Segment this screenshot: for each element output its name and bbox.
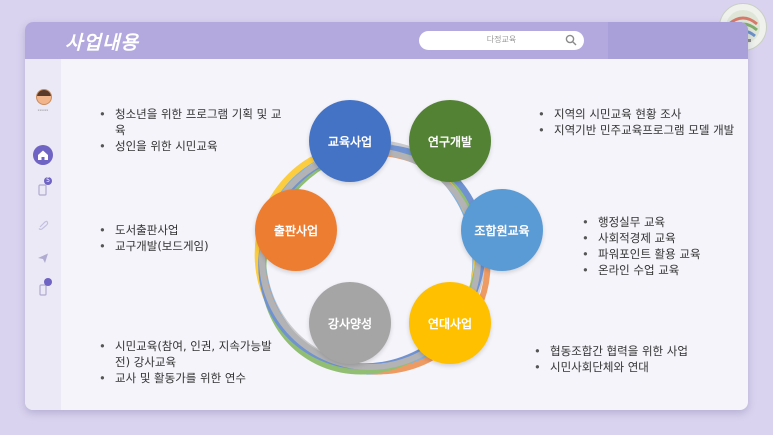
home-icon bbox=[38, 150, 48, 160]
header-bar: 사업내용 다정교육 bbox=[25, 22, 748, 59]
search-input[interactable]: 다정교육 bbox=[486, 35, 517, 44]
list-item: 온라인 수업 교육 bbox=[582, 262, 742, 278]
list-item: 지역기반 민주교육프로그램 모델 개발 bbox=[538, 122, 738, 138]
list-member: 행정실무 교육 사회적경제 교육 파워포인트 활용 교육 온라인 수업 교육 bbox=[582, 214, 742, 278]
circle-member: 조합원교육 bbox=[461, 189, 543, 271]
list-item: 사회적경제 교육 bbox=[582, 230, 742, 246]
list-research: 지역의 시민교육 현황 조사 지역기반 민주교육프로그램 모델 개발 bbox=[538, 106, 738, 138]
check-badge bbox=[44, 278, 52, 286]
list-item: 청소년을 위한 프로그램 기획 및 교육 bbox=[99, 106, 287, 138]
list-edu: 청소년을 위한 프로그램 기획 및 교육 성인을 위한 시민교육 bbox=[99, 106, 287, 154]
circle-edu: 교육사업 bbox=[309, 100, 391, 182]
list-publishing: 도서출판사업 교구개발(보드게임) bbox=[99, 222, 259, 254]
content-area: 교육사업 연구개발 조합원교육 연대사업 강사양성 출판사업 청소년을 위한 프… bbox=[61, 59, 748, 410]
avatar[interactable] bbox=[36, 89, 52, 105]
circle-publishing: 출판사업 bbox=[255, 189, 337, 271]
list-item: 성인을 위한 시민교육 bbox=[99, 138, 287, 154]
list-solidarity: 협동조합간 협력을 위한 사업 시민사회단체와 연대 bbox=[534, 343, 739, 375]
document-icon bbox=[38, 184, 47, 196]
search-icon[interactable] bbox=[565, 34, 577, 46]
list-item: 도서출판사업 bbox=[99, 222, 259, 238]
sidebar: xxxxxx 5 bbox=[25, 59, 61, 410]
list-item: 시민교육(참여, 인권, 지속가능발전) 강사교육 bbox=[99, 338, 284, 370]
list-item: 시민사회단체와 연대 bbox=[534, 359, 739, 375]
list-item: 행정실무 교육 bbox=[582, 214, 742, 230]
main-window: 사업내용 다정교육 xxxxxx 5 bbox=[25, 22, 748, 410]
list-item: 파워포인트 활용 교육 bbox=[582, 246, 742, 262]
home-button[interactable] bbox=[33, 145, 53, 165]
circle-research: 연구개발 bbox=[409, 100, 491, 182]
sidebar-item-attach[interactable] bbox=[37, 216, 49, 230]
page-title: 사업내용 bbox=[65, 32, 139, 54]
list-item: 교사 및 활동가를 위한 연수 bbox=[99, 370, 284, 386]
sidebar-item-phone[interactable] bbox=[37, 278, 52, 296]
list-instructor: 시민교육(참여, 인권, 지속가능발전) 강사교육 교사 및 활동가를 위한 연… bbox=[99, 338, 284, 386]
circle-instructor: 강사양성 bbox=[309, 282, 391, 364]
phone-icon bbox=[39, 284, 47, 296]
avatar-caption: xxxxxx bbox=[37, 108, 49, 112]
sidebar-item-documents[interactable]: 5 bbox=[37, 177, 52, 196]
header-accent bbox=[608, 22, 748, 59]
notification-badge: 5 bbox=[44, 177, 52, 185]
circle-solidarity: 연대사업 bbox=[409, 282, 491, 364]
search-box[interactable]: 다정교육 bbox=[419, 31, 584, 50]
sidebar-item-send[interactable] bbox=[37, 249, 49, 263]
paperclip-icon bbox=[38, 220, 49, 230]
send-icon bbox=[38, 253, 48, 263]
list-item: 지역의 시민교육 현황 조사 bbox=[538, 106, 738, 122]
list-item: 협동조합간 협력을 위한 사업 bbox=[534, 343, 739, 359]
list-item: 교구개발(보드게임) bbox=[99, 238, 259, 254]
